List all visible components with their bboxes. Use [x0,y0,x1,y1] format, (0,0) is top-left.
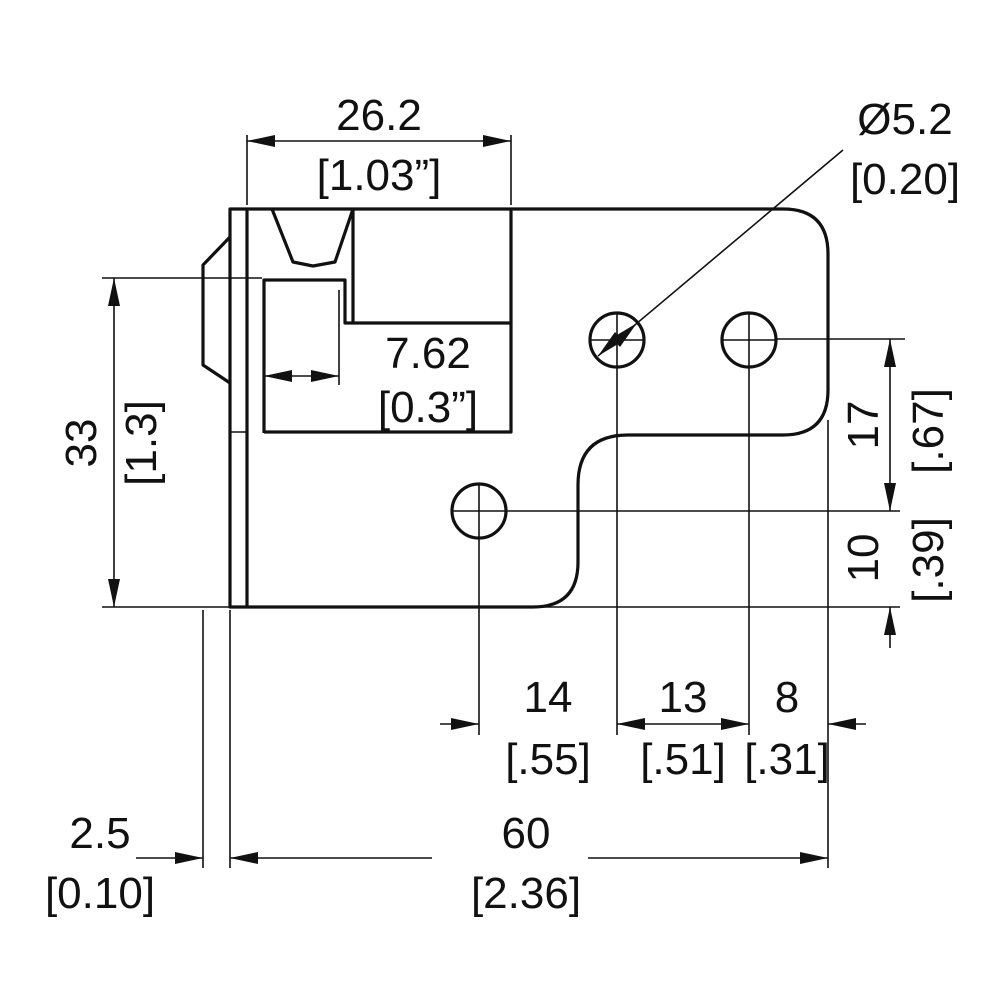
dim-spacing-3-inch: [.31] [744,735,830,784]
arrow-head [800,852,828,864]
hole-3 [450,482,508,540]
extension-lines [102,135,905,868]
dimension-lines [108,135,896,864]
main-plate [247,207,830,609]
arrow-head [884,483,896,511]
arrow-head [617,718,645,730]
arrow-head [230,852,258,864]
dim-thickness-value: 2.5 [69,809,130,858]
dim-height-inch: [1.3] [117,400,166,486]
arrow-head [884,607,896,635]
dim-overall-width-inch: [2.36] [471,869,581,918]
dim-spacing-3-value: 8 [775,673,799,722]
dim-hole-diameter-inch: [0.20] [850,155,960,204]
dim-slot-width-value: 7.62 [385,329,471,378]
arrow-head [721,718,749,730]
arrow-head [483,135,511,147]
arrow-head [884,339,896,367]
arrow-head [451,718,479,730]
dim-hole-diameter-value: Ø5.2 [857,95,952,144]
arrow-head [828,718,856,730]
v-notch [270,208,355,268]
bracket-outline [201,207,830,609]
dim-thickness-inch: [0.10] [45,869,155,918]
dim-overall-width-value: 60 [502,809,551,858]
dim-spacing-1-value: 14 [524,673,573,722]
arrow-head [108,278,120,306]
arrow-head [311,370,339,382]
flange-tab [201,235,232,385]
dim-top-width-inch: [1.03”] [317,151,442,200]
arrow-head [108,579,120,607]
hole-2 [720,311,778,369]
arrow-head [175,852,203,864]
dim-slot-width-inch: [0.3”] [378,383,478,432]
dim-vertical-lower-inch: [.39] [904,517,953,603]
dim-spacing-2-inch: [.51] [640,735,726,784]
dim-top-width-value: 26.2 [336,91,422,140]
dim-vertical-upper-inch: [.67] [904,388,953,474]
arrow-head [247,135,275,147]
inner-cutout [262,278,513,434]
side-flange [228,207,249,609]
dim-height-value: 33 [57,419,106,468]
arrow-head [264,370,292,382]
dim-vertical-upper-value: 17 [839,401,888,450]
dim-spacing-1-inch: [.55] [505,735,591,784]
arrow-head [612,323,637,347]
dim-spacing-2-value: 13 [659,673,708,722]
dim-vertical-lower-value: 10 [839,534,888,583]
dimension-labels: 26.2 [1.03”] Ø5.2 [0.20] 7.62 [0.3”] 33 … [45,91,960,918]
